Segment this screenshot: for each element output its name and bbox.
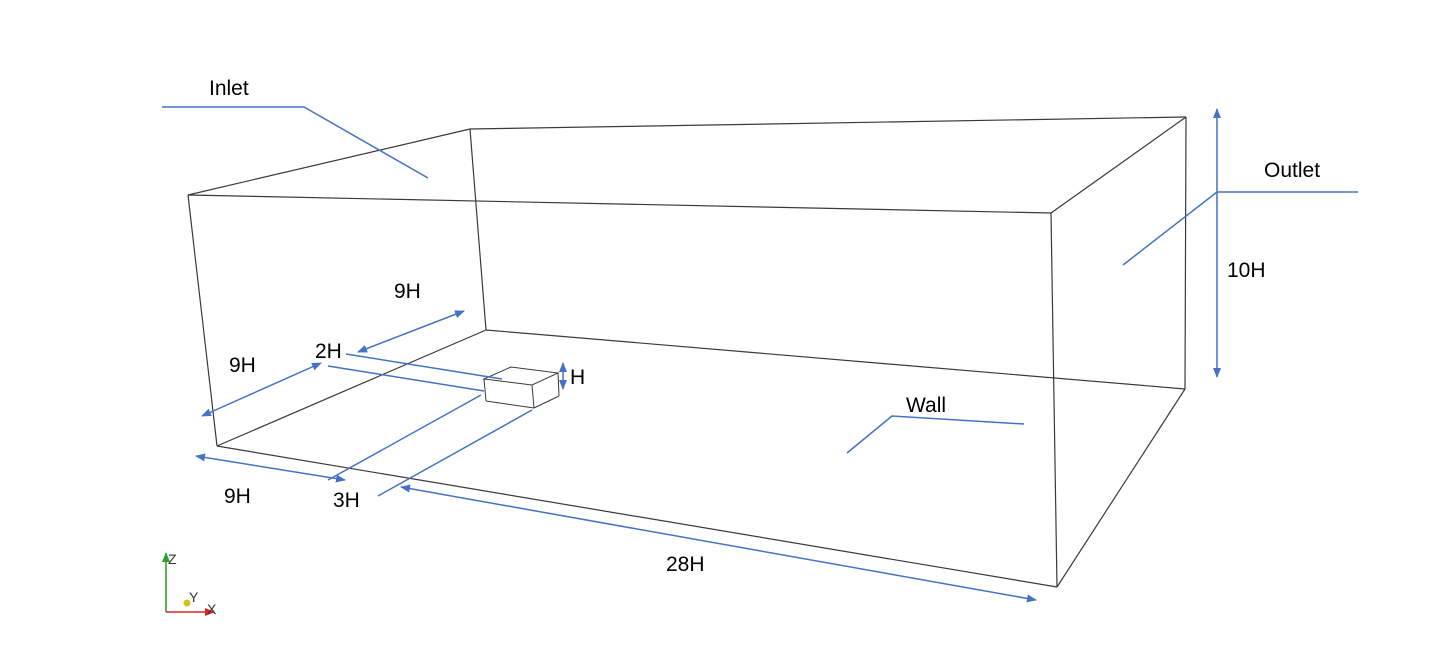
- z-axis-label: Z: [168, 551, 177, 567]
- outlet-leader: [1122, 191, 1358, 266]
- cube-depth-leader-b: [377, 409, 533, 497]
- domain-edge: [469, 116, 1187, 130]
- domain-edge: [485, 329, 1186, 390]
- domain-box: [187, 116, 1187, 588]
- downstream-arrow: [400, 484, 1037, 603]
- cube-height-label: H: [570, 366, 585, 389]
- domain-edge: [216, 329, 487, 447]
- domain-edge: [187, 128, 471, 196]
- leader-lines: [162, 106, 1358, 497]
- cube-edge: [485, 400, 535, 409]
- outlet-label: Outlet: [1264, 159, 1320, 182]
- domain-edge: [187, 194, 1052, 214]
- domain-edge: [187, 194, 218, 447]
- domain-edge: [1050, 212, 1058, 588]
- cube-width-label: 2H: [315, 340, 342, 363]
- cube-edge: [533, 395, 560, 409]
- cube-edge: [531, 384, 535, 409]
- cube-depth-leader-a: [327, 394, 482, 481]
- upstream-top-label: 9H: [394, 280, 421, 303]
- y-axis-label: Y: [189, 589, 199, 605]
- domain-edge: [469, 128, 487, 331]
- cube-edge: [557, 372, 560, 397]
- cube-width-leader-b: [327, 365, 485, 392]
- side-left-label: 9H: [229, 354, 256, 377]
- y-axis-dot: [183, 599, 191, 607]
- side-bottom-arrow: [195, 453, 346, 483]
- cube-obstacle: [482, 366, 560, 409]
- height-label: 10H: [1227, 259, 1266, 282]
- orientation-axes: Z Y X: [162, 551, 217, 617]
- domain-edge: [216, 445, 1058, 588]
- domain-edge: [1184, 116, 1187, 390]
- wall-label: Wall: [906, 394, 946, 417]
- cube-width-leader-a: [345, 353, 503, 380]
- dimension-arrows: [195, 108, 1221, 603]
- domain-edge: [1050, 116, 1187, 214]
- inlet-label: Inlet: [209, 77, 249, 100]
- downstream-label: 28H: [666, 553, 705, 576]
- side-bottom-label: 9H: [224, 485, 251, 508]
- cube-edge: [483, 378, 487, 402]
- inlet-leader: [162, 106, 429, 179]
- x-axis-label: X: [207, 601, 217, 617]
- wall-leader: [846, 415, 1025, 454]
- side-left-arrow: [201, 362, 322, 417]
- cube-top-face: [482, 366, 560, 386]
- upstream-top-arrow: [357, 310, 465, 353]
- cube-depth-label: 3H: [333, 489, 360, 512]
- domain-edge: [1056, 388, 1186, 588]
